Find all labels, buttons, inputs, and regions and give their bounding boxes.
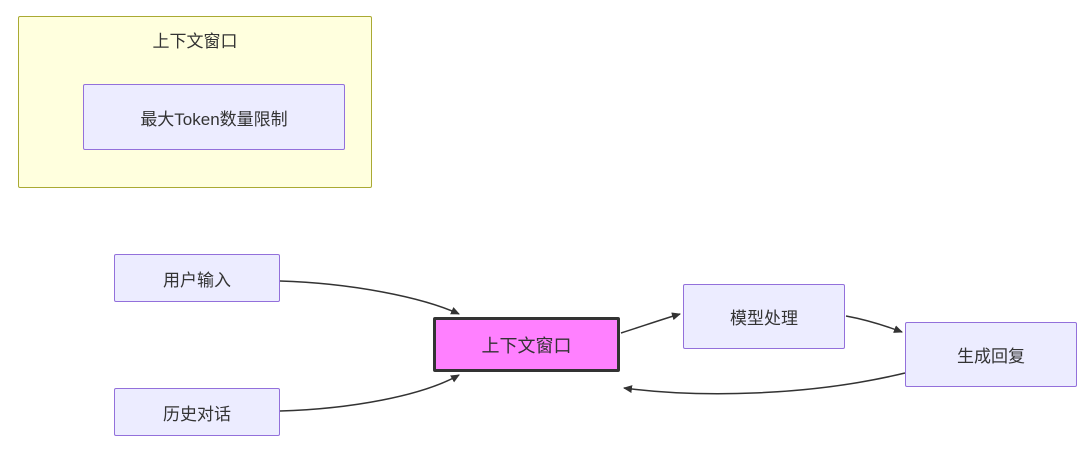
- node-model-process: 模型处理: [683, 284, 845, 349]
- subgraph-title: 上下文窗口: [152, 32, 238, 51]
- edge-history-to-context: [279, 374, 460, 412]
- node-context-window: 上下文窗口: [433, 317, 620, 372]
- subgraph-context-window: 上下文窗口 最大Token数量限制: [18, 16, 372, 188]
- node-user-input: 用户输入: [114, 254, 280, 302]
- node-generate-reply: 生成回复: [905, 322, 1077, 387]
- edge-context-to-model: [620, 312, 681, 334]
- edge-reply-to-context: [623, 372, 906, 395]
- edge-user-input-to-context: [279, 280, 460, 315]
- node-history-dialog: 历史对话: [114, 388, 280, 436]
- edge-model-to-reply: [845, 315, 903, 333]
- node-max-token-limit: 最大Token数量限制: [83, 84, 345, 150]
